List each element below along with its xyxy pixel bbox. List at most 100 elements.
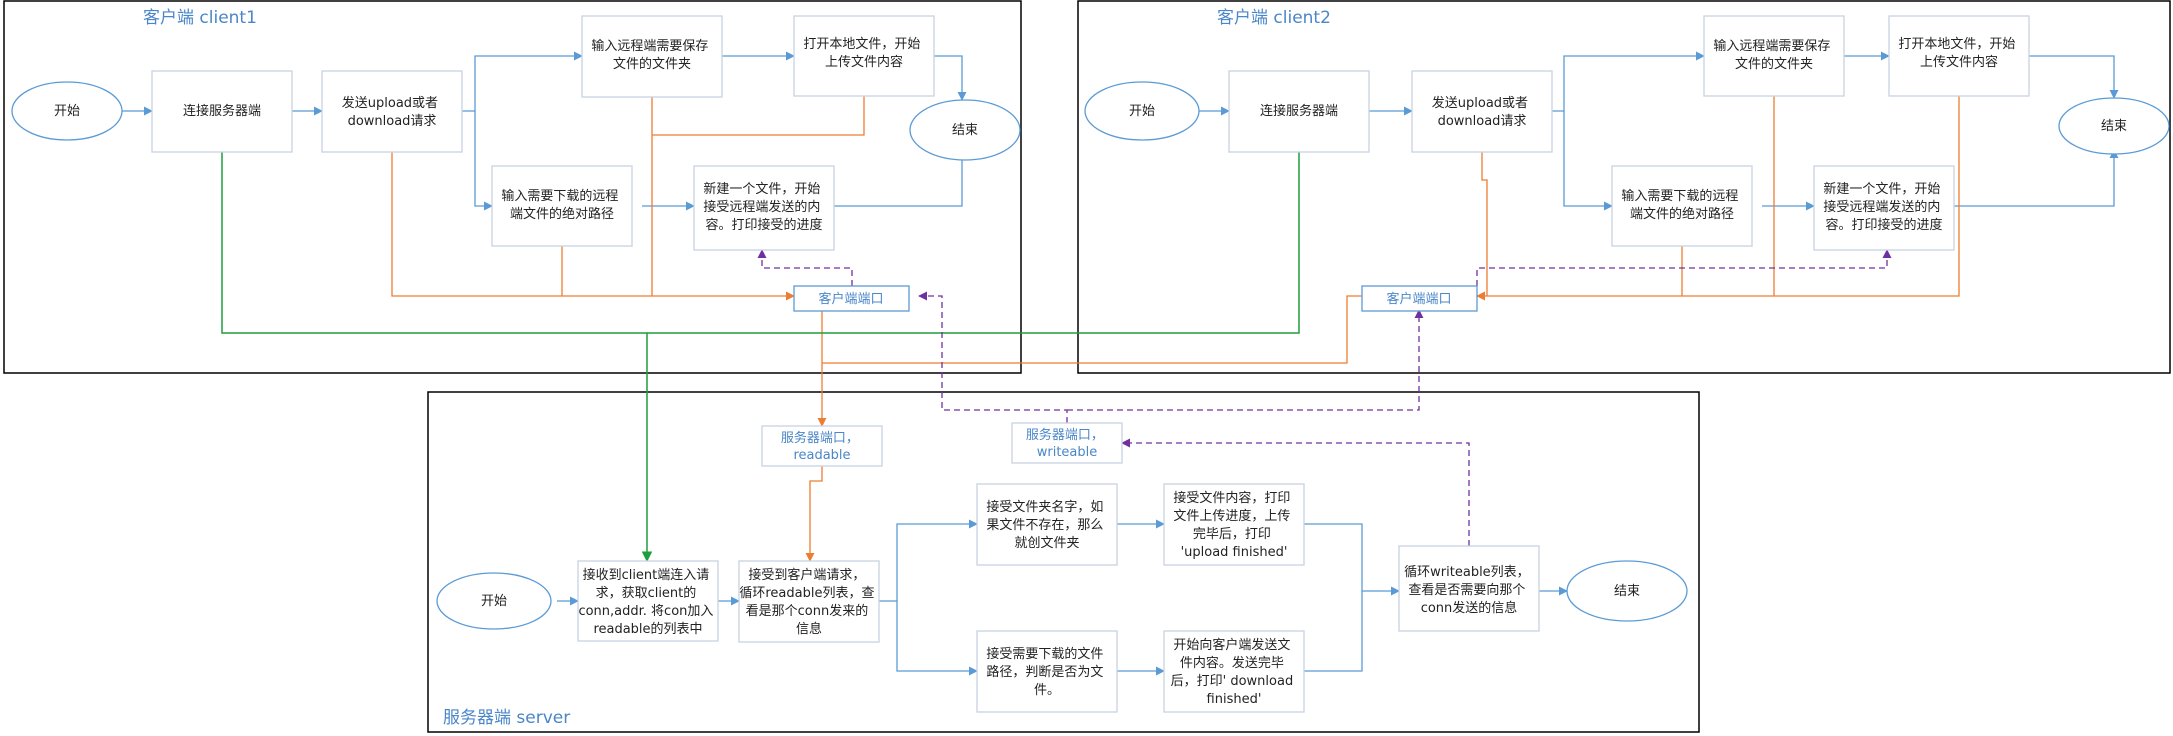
client2-send-line: 发送upload或者 <box>1432 95 1528 111</box>
client1-new-file-box: 新建一个文件，开始 接受远程端发送的内 容。打印接受的进度 <box>693 165 835 251</box>
client1-send-request-text: 发送upload或者 download请求 <box>342 95 442 129</box>
client2-port-box: 客户端端口 <box>1361 285 1478 312</box>
server-send-file-box: 开始向客户端发送文 件内容。发送完毕 后，打印' download finish… <box>1163 630 1305 713</box>
client1-input-folder-line: 输入远程端需要保存 <box>591 38 708 54</box>
server-receive-content-line: 接受文件内容，打印 <box>1173 490 1290 506</box>
client1-input-path-line: 输入需要下载的远程 <box>501 188 618 204</box>
client2-new-file-box: 新建一个文件，开始 接受远程端发送的内 容。打印接受的进度 <box>1813 165 1955 251</box>
client1-connect-box: 连接服务器端 <box>151 70 293 153</box>
server-send-file-line: finished' <box>1207 692 1262 707</box>
client1-open-file-line: 上传文件内容 <box>825 54 903 70</box>
server-send-file-text: 开始向客户端发送文 件内容。发送完毕 后，打印' download finish… <box>1171 637 1298 707</box>
client1-connectors <box>122 51 967 563</box>
client2-connect-label: 连接服务器端 <box>1260 103 1338 119</box>
client2-input-path-line: 端文件的绝对路径 <box>1630 206 1734 222</box>
server-receive-content-text: 接受文件内容，打印 文件上传进度，上传 完毕后，打印 'upload finis… <box>1173 490 1294 560</box>
client1-send-request-box: 发送upload或者 download请求 <box>321 70 463 153</box>
server-readable-port-box: 服务器端口， readable <box>761 425 883 467</box>
client2-input-folder-line: 文件的文件夹 <box>1735 56 1813 72</box>
server-receive-path-line: 接受需要下载的文件 <box>986 646 1103 662</box>
server-receive-conn-line: readable的列表中 <box>593 621 702 637</box>
client2-port-label: 客户端端口 <box>1386 291 1451 307</box>
client1-port-box: 客户端端口 <box>793 285 910 312</box>
server-loop-writeable-box: 循环writeable列表， 查看是否需要向那个 conn发送的信息 <box>1398 545 1540 632</box>
client2-send-line: download请求 <box>1438 114 1527 129</box>
server-receive-path-box: 接受需要下载的文件 路径，判断是否为文 件。 <box>976 630 1118 713</box>
client2-new-file-line: 容。打印接受的进度 <box>1825 217 1942 233</box>
client1-connect-label: 连接服务器端 <box>183 103 261 119</box>
server-receive-folder-text: 接受文件夹名字，如 果文件不存在，那么 就创文件夹 <box>986 499 1107 551</box>
client1-end-ellipse: 结束 <box>909 99 1021 161</box>
server-send-file-line: 后，打印' download <box>1171 674 1294 689</box>
server-loop-writeable-line: 查看是否需要向那个 <box>1408 582 1525 598</box>
client1-nodes: 开始 连接服务器端 发送upload或者 download请求 输入远程端需要保… <box>11 15 1021 312</box>
client2-end-label: 结束 <box>2101 119 2127 134</box>
server-frame <box>427 391 1700 733</box>
client2-open-file-text: 打开本地文件，开始 上传文件内容 <box>1898 37 2019 70</box>
server-writeable-port-box: 服务器端口， writeable <box>1011 422 1123 464</box>
client2-nodes: 开始 连接服务器端 发送upload或者 download请求 输入远程端需要保… <box>1084 15 2170 312</box>
server-loop-writeable-line: 循环writeable列表， <box>1404 565 1530 580</box>
server-receive-request-text: 接受到客户端请求， 循环readable列表，查 看是那个conn发来的 信息 <box>739 567 878 637</box>
server-receive-conn-box: 接收到client端连入请 求，获取client的 conn,addr. 将co… <box>577 560 719 642</box>
client2-start-label: 开始 <box>1129 104 1155 119</box>
server-receive-content-line: 'upload finished' <box>1181 545 1288 560</box>
server-receive-conn-line: 接收到client端连入请 <box>583 567 710 583</box>
server-receive-content-box: 接受文件内容，打印 文件上传进度，上传 完毕后，打印 'upload finis… <box>1163 483 1305 566</box>
client1-new-file-text: 新建一个文件，开始 接受远程端发送的内 容。打印接受的进度 <box>703 181 824 233</box>
client1-open-file-box: 打开本地文件，开始 上传文件内容 <box>793 15 935 97</box>
client2-input-folder-box: 输入远程端需要保存 文件的文件夹 <box>1703 15 1845 97</box>
client2-input-path-box: 输入需要下载的远程 端文件的绝对路径 <box>1611 165 1753 247</box>
server-receive-conn-line: conn,addr. 将con加入 <box>578 604 713 619</box>
server-receive-path-line: 件。 <box>1034 683 1060 698</box>
server-writeable-port-line: 服务器端口， <box>1026 427 1104 443</box>
client2-send-request-box: 发送upload或者 download请求 <box>1411 70 1553 153</box>
client1-frame-title: 客户端 client1 <box>143 8 257 28</box>
client2-send-request-text: 发送upload或者 download请求 <box>1432 95 1532 129</box>
client1-input-path-box: 输入需要下载的远程 端文件的绝对路径 <box>491 165 633 247</box>
server-receive-path-text: 接受需要下载的文件 路径，判断是否为文 件。 <box>986 646 1107 698</box>
client1-port-label: 客户端端口 <box>818 291 883 307</box>
client1-new-file-line: 容。打印接受的进度 <box>705 217 822 233</box>
client1-send-line: download请求 <box>348 114 437 129</box>
server-receive-path-line: 路径，判断是否为文 <box>986 664 1103 680</box>
server-start-ellipse: 开始 <box>436 572 552 630</box>
server-receive-content-line: 完毕后，打印 <box>1193 527 1271 542</box>
client1-end-label: 结束 <box>952 123 978 138</box>
server-receive-request-line: 接受到客户端请求， <box>748 567 865 583</box>
server-receive-folder-line: 接受文件夹名字，如 <box>986 499 1103 515</box>
client2-new-file-line: 接受远程端发送的内 <box>1823 199 1940 215</box>
client1-input-path-line: 端文件的绝对路径 <box>510 206 614 222</box>
client2-input-path-text: 输入需要下载的远程 端文件的绝对路径 <box>1621 188 1742 222</box>
server-send-file-line: 件内容。发送完毕 <box>1180 655 1284 671</box>
client1-new-file-line: 接受远程端发送的内 <box>703 199 820 215</box>
server-end-label: 结束 <box>1614 584 1640 599</box>
server-receive-content-line: 文件上传进度，上传 <box>1173 508 1290 524</box>
server-connectors <box>557 438 1568 676</box>
server-loop-writeable-text: 循环writeable列表， 查看是否需要向那个 conn发送的信息 <box>1404 565 1534 616</box>
client2-input-path-line: 输入需要下载的远程 <box>1621 188 1738 204</box>
server-readable-port-text: 服务器端口， readable <box>781 430 863 463</box>
client1-frame <box>3 0 1022 374</box>
client2-connectors <box>647 51 2119 423</box>
server-loop-writeable-line: conn发送的信息 <box>1421 600 1518 616</box>
client1-input-path-text: 输入需要下载的远程 端文件的绝对路径 <box>501 188 622 222</box>
client2-input-folder-line: 输入远程端需要保存 <box>1713 38 1830 54</box>
server-receive-folder-line: 就创文件夹 <box>1014 536 1079 551</box>
client2-end-ellipse: 结束 <box>2058 97 2170 155</box>
client1-start-ellipse: 开始 <box>11 81 123 141</box>
server-receive-folder-line: 果文件不存在，那么 <box>986 518 1103 533</box>
client1-new-file-line: 新建一个文件，开始 <box>703 181 820 197</box>
client2-open-file-line: 上传文件内容 <box>1920 54 1998 70</box>
server-send-file-line: 开始向客户端发送文 <box>1173 637 1290 653</box>
server-readable-port-line: 服务器端口， <box>781 430 859 446</box>
client2-input-folder-text: 输入远程端需要保存 文件的文件夹 <box>1713 38 1834 72</box>
server-receive-conn-line: 求，获取client的 <box>596 585 697 601</box>
server-receive-request-line: 看是那个conn发来的 <box>746 603 869 619</box>
client2-start-ellipse: 开始 <box>1084 81 1200 141</box>
server-receive-request-line: 信息 <box>796 621 822 637</box>
client2-new-file-line: 新建一个文件，开始 <box>1823 181 1940 197</box>
client1-start-label: 开始 <box>54 104 80 119</box>
client2-new-file-text: 新建一个文件，开始 接受远程端发送的内 容。打印接受的进度 <box>1823 181 1944 233</box>
